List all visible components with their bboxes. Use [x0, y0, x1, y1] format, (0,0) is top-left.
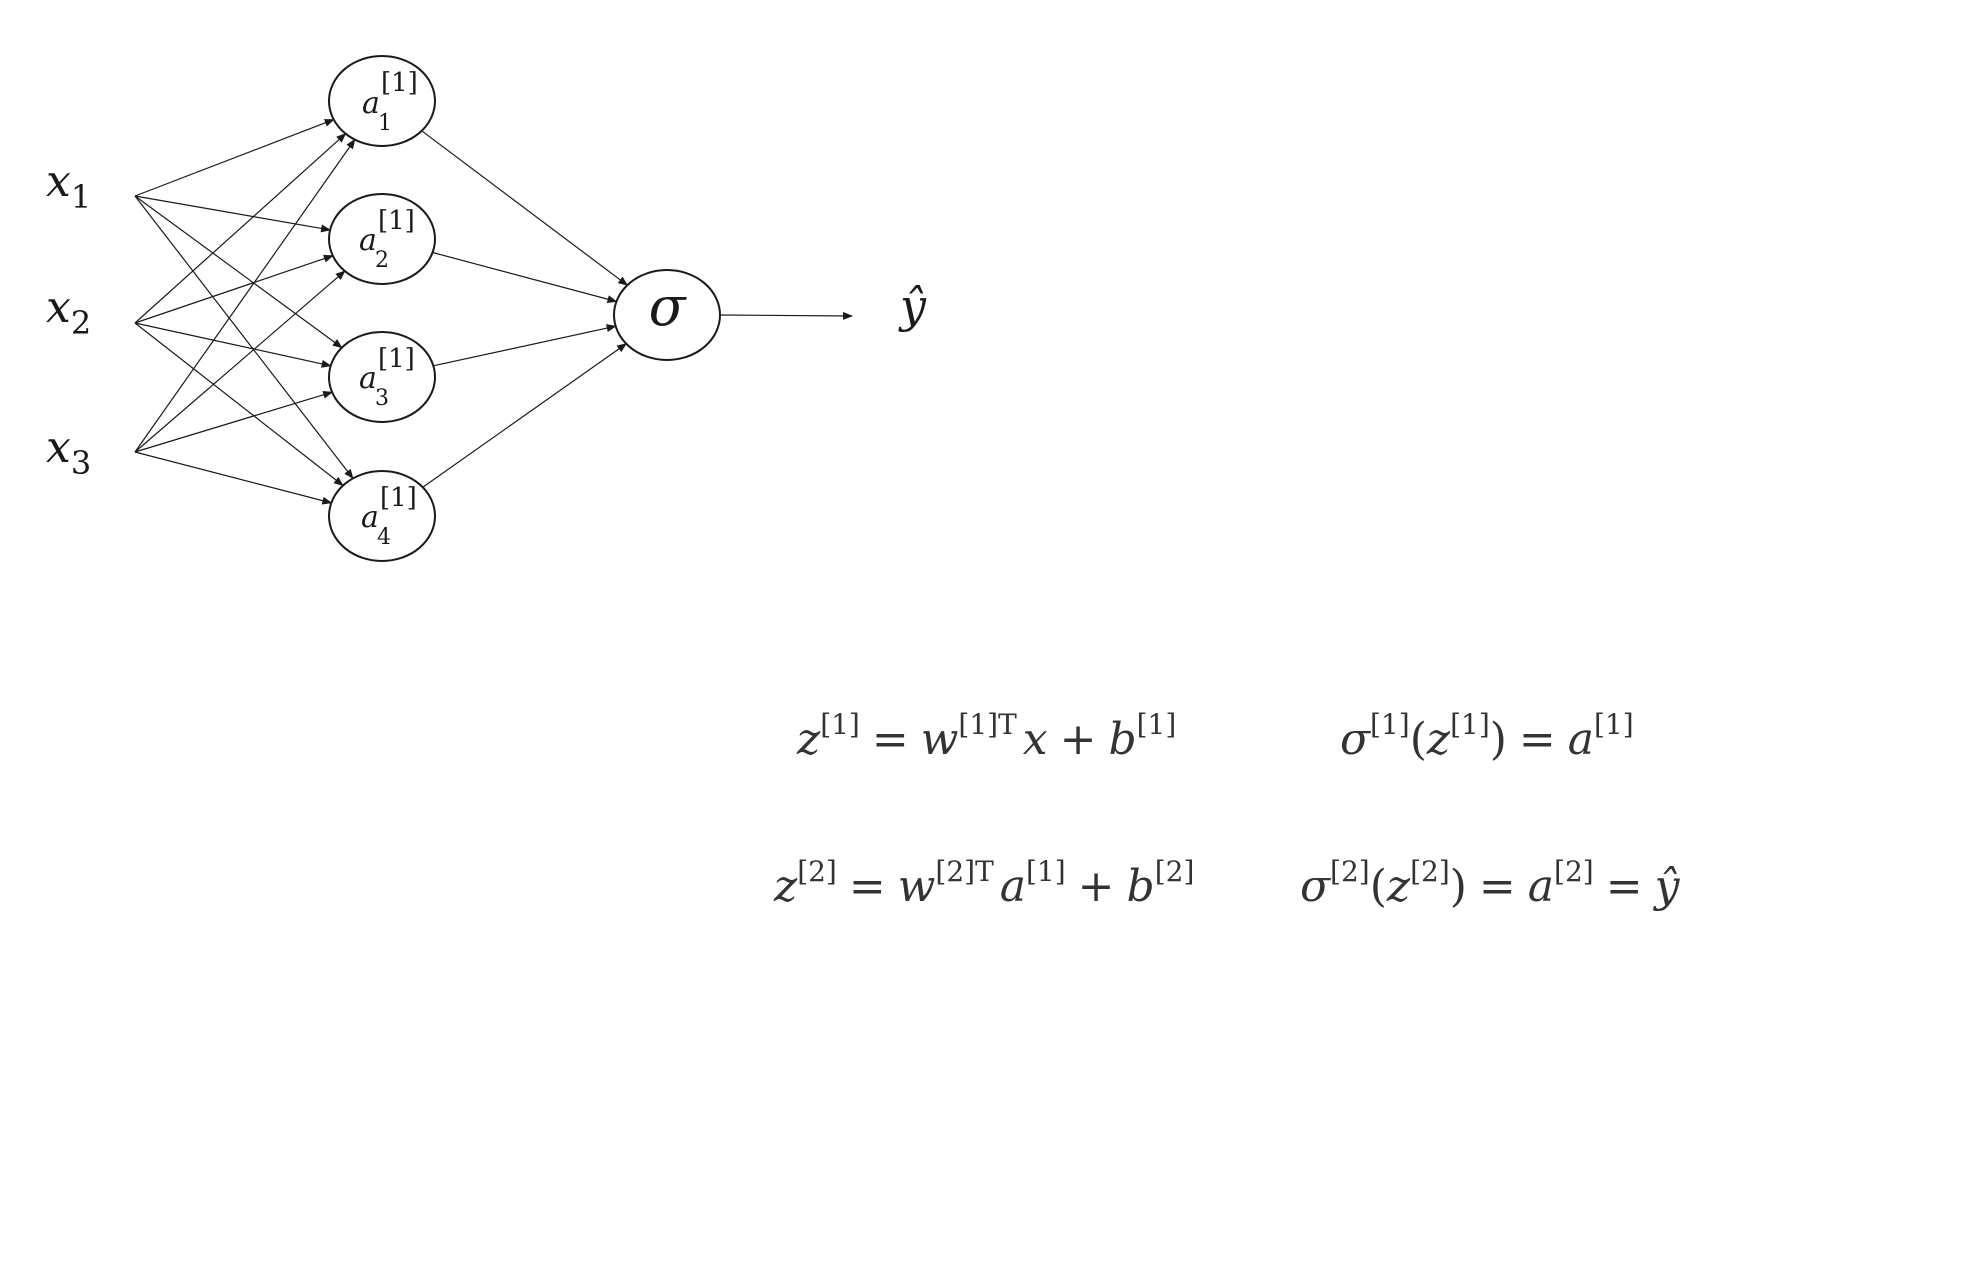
edge-x2-a1: [134, 133, 347, 324]
svg-text:4: 4: [377, 525, 391, 550]
hidden-node-a4: a [1] 4: [328, 470, 436, 562]
edge-x3-a2: [134, 270, 346, 453]
edge-x3-a3: [134, 390, 334, 453]
edge-x3-a4: [134, 451, 333, 505]
edge-a2-sigma: [432, 251, 618, 304]
svg-text:1: 1: [378, 111, 392, 136]
edge-a3-sigma: [433, 324, 617, 367]
input-label-x1: x1: [46, 156, 91, 216]
hidden-node-a3: a [1] 3: [328, 331, 436, 423]
svg-text:a: a: [359, 361, 377, 396]
output-node-sigma: σ: [613, 269, 721, 361]
svg-text:[1]: [1]: [378, 344, 415, 374]
svg-text:σ: σ: [649, 275, 688, 338]
svg-text:2: 2: [375, 248, 389, 273]
equation-a2-yhat: σ[2](z[2])=a[2]=ŷ: [1300, 855, 1680, 912]
svg-text:a: a: [362, 86, 380, 121]
edge-x2-a3: [134, 322, 332, 368]
edge-x1-a3: [134, 195, 343, 349]
edge-sigma-yhat: [719, 311, 853, 320]
edge-x1-a4: [134, 195, 354, 480]
svg-text:a: a: [359, 223, 377, 258]
svg-text:3: 3: [375, 386, 389, 411]
edge-x2-a4: [134, 322, 344, 487]
svg-text:a: a: [361, 500, 379, 535]
edge-a4-sigma: [422, 343, 628, 488]
edge-x3-a1: [134, 138, 356, 453]
svg-text:[1]: [1]: [380, 483, 417, 513]
hidden-node-a1: a [1] 1: [328, 55, 436, 147]
output-label-yhat: ŷ: [898, 279, 927, 333]
edge-a1-sigma: [421, 130, 629, 286]
edges-group: [134, 119, 853, 505]
edge-x1-a2: [134, 195, 332, 233]
svg-text:[1]: [1]: [378, 206, 415, 236]
edge-x2-a2: [134, 254, 334, 324]
hidden-node-a2: a [1] 2: [328, 193, 436, 285]
equation-a1: σ[1](z[1])=a[1]: [1340, 708, 1634, 765]
input-label-x2: x2: [46, 282, 91, 342]
input-label-x3: x3: [46, 422, 91, 482]
svg-text:[1]: [1]: [381, 68, 418, 98]
edge-x1-a1: [134, 119, 335, 197]
